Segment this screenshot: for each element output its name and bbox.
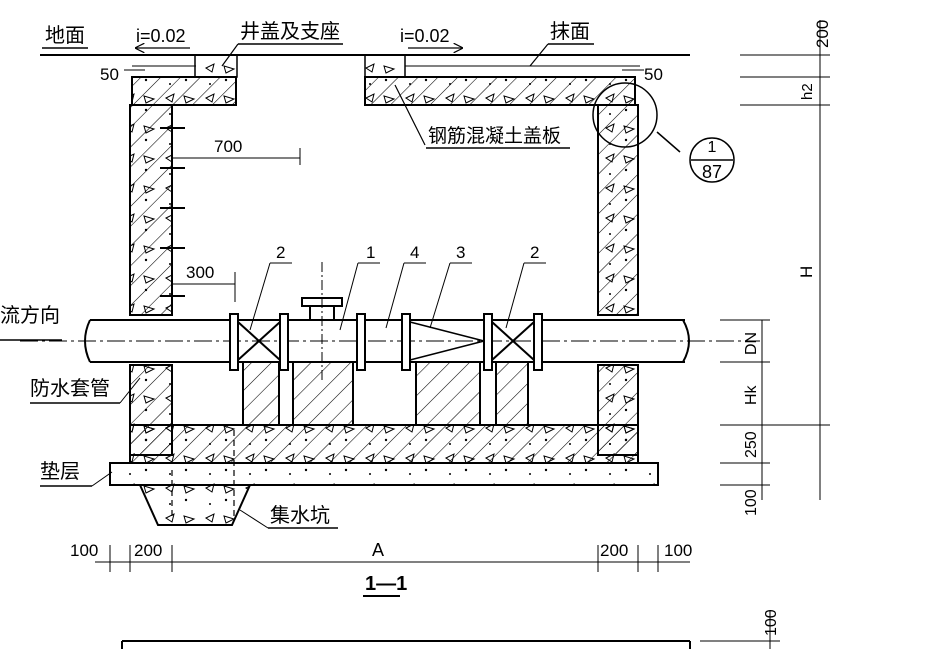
pier-3 xyxy=(415,361,481,426)
dim-100-right: 100 xyxy=(664,541,692,560)
pier-2 xyxy=(292,361,354,426)
detail-ref-circle xyxy=(689,137,735,183)
rdim-DN: DN xyxy=(743,332,760,355)
detail-ref-bottom: 87 xyxy=(702,162,722,182)
pipe xyxy=(20,319,760,363)
callout-3: 3 xyxy=(456,243,465,262)
dim-A: A xyxy=(372,540,384,560)
label-waterproof-sleeve: 防水套管 xyxy=(30,376,110,400)
dim-100-left: 100 xyxy=(70,541,98,560)
detail-circle xyxy=(592,82,658,148)
detail-ref-top: 1 xyxy=(708,139,717,156)
rdim-h2: h2 xyxy=(799,83,816,100)
valve-left xyxy=(237,321,281,361)
rdim-Hk: Hk xyxy=(743,384,760,405)
cover-support-right xyxy=(364,54,406,78)
label-slope-left: i=0.02 xyxy=(136,26,186,46)
label-ground: 地面 xyxy=(45,23,85,47)
label-cushion: 垫层 xyxy=(40,459,80,483)
rdim-100-bottom: 100 xyxy=(763,609,780,636)
pier-1 xyxy=(242,361,280,426)
right-dimension-line xyxy=(720,20,830,500)
callout-1: 1 xyxy=(366,243,375,262)
label-rc-cover-slab: 钢筋混凝土盖板 xyxy=(428,125,561,147)
dim-300: 300 xyxy=(186,263,214,282)
dim-700: 700 xyxy=(214,137,242,156)
rdim-H: H xyxy=(797,266,816,278)
valve-right xyxy=(491,321,535,361)
label-cover-support: 井盖及支座 xyxy=(240,19,340,43)
cover-support-left xyxy=(194,54,238,78)
callout-2-left: 2 xyxy=(276,243,285,262)
ladder-rungs xyxy=(160,127,185,297)
dim-200-right: 200 xyxy=(600,541,628,560)
label-sump: 集水坑 xyxy=(270,503,330,527)
rdim-250: 250 xyxy=(743,431,760,458)
pier-4 xyxy=(495,361,529,426)
dim-200-left: 200 xyxy=(134,541,162,560)
reducer xyxy=(409,321,485,361)
callout-2-right: 2 xyxy=(530,243,539,262)
label-plaster: 抹面 xyxy=(550,19,590,43)
cushion-layer xyxy=(109,462,659,486)
label-slope-right: i=0.02 xyxy=(400,26,450,46)
sump-pit xyxy=(139,484,251,526)
callout-4: 4 xyxy=(410,243,419,262)
dim-50-left: 50 xyxy=(100,65,119,84)
rdim-200: 200 xyxy=(813,20,832,48)
rdim-100: 100 xyxy=(743,489,760,516)
flanges xyxy=(229,313,543,371)
bottom-dimension-line xyxy=(95,545,690,572)
dim-50-right: 50 xyxy=(644,65,663,84)
section-title: 1—1 xyxy=(365,573,407,595)
label-flow-direction: 流方向 xyxy=(0,303,60,327)
